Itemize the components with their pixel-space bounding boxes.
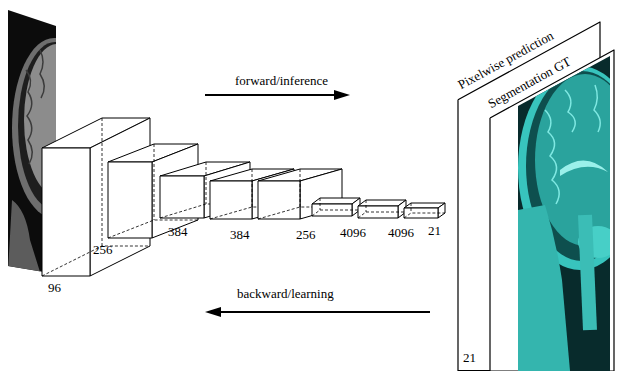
channel-count: 256 — [296, 228, 316, 243]
block-shape — [312, 198, 360, 216]
hidden-edge — [206, 162, 207, 204]
output-plane: Segmentation GT — [490, 50, 614, 371]
face — [8, 200, 40, 272]
hidden-edge — [358, 212, 406, 218]
hidden-edge — [404, 213, 445, 218]
hidden-edge — [300, 169, 301, 207]
gyri — [40, 50, 44, 98]
hidden-edge — [320, 198, 321, 210]
feature-block: 21 — [404, 203, 445, 218]
hidden-edge — [102, 118, 103, 246]
channel-count: 384 — [168, 225, 188, 240]
hidden-edge — [312, 210, 360, 216]
feature-block: 4096 — [312, 198, 360, 216]
block-face — [108, 162, 152, 238]
channel-count: 4096 — [388, 226, 414, 241]
block-shape — [404, 203, 445, 218]
arrow-label: forward/inference — [235, 74, 328, 89]
channel-count: 4096 — [340, 226, 366, 241]
channel-count: 96 — [48, 281, 61, 296]
channel-count: 256 — [93, 243, 113, 258]
channel-count: 21 — [428, 224, 441, 239]
feature-block: 4096 — [358, 200, 406, 218]
hidden-edge — [366, 200, 367, 212]
backward-arrow — [219, 311, 430, 313]
arrow-head — [334, 90, 350, 100]
channel-count: 21 — [463, 351, 476, 366]
hidden-edge — [252, 169, 253, 207]
hidden-edge — [411, 203, 412, 213]
channel-count: 384 — [230, 228, 250, 243]
arrow-label: backward/learning — [237, 287, 334, 302]
block-shape — [358, 200, 406, 218]
forward-arrow — [205, 94, 336, 96]
gyri — [26, 70, 32, 164]
hidden-edge — [154, 144, 155, 220]
block-face — [42, 148, 90, 276]
block-face — [438, 203, 445, 218]
arrow-head — [205, 307, 221, 317]
